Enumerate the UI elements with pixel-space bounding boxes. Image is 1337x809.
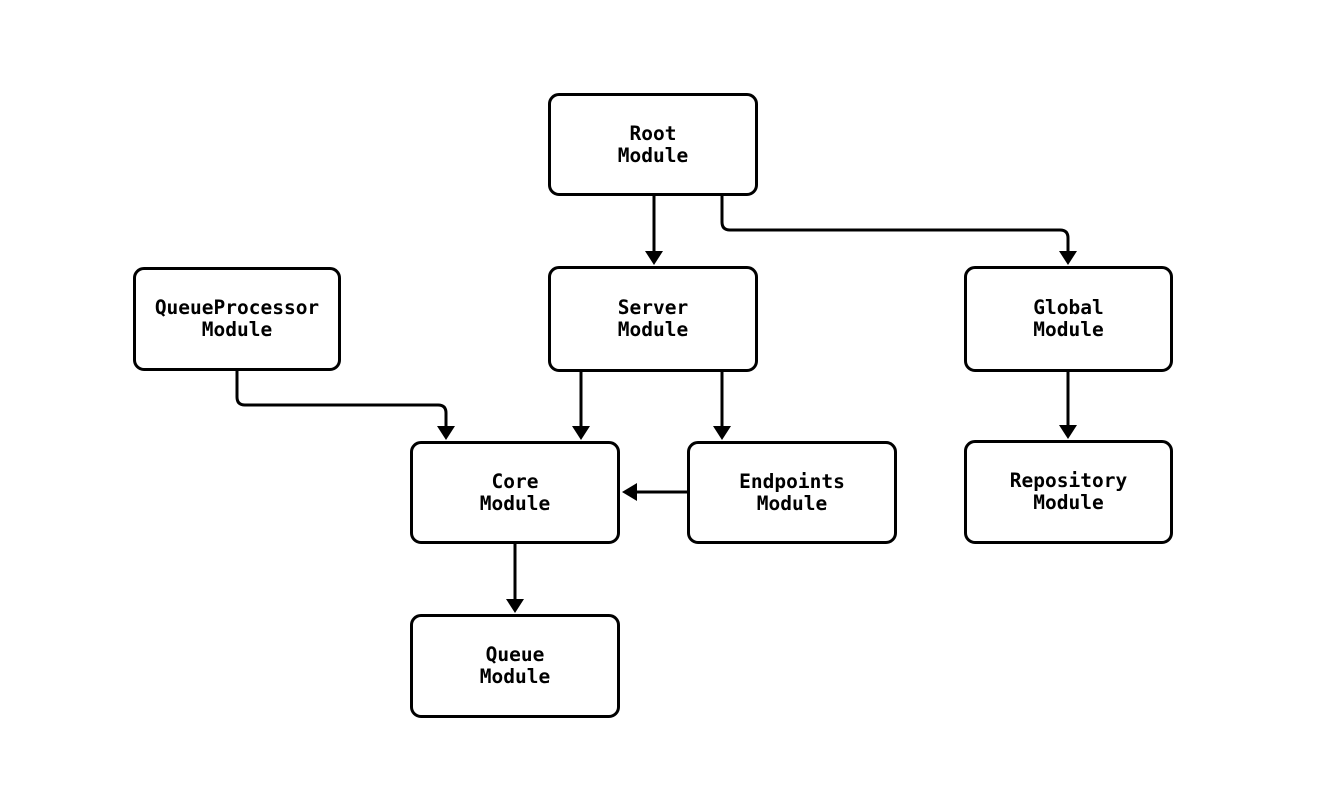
node-repository-module-label-line1: Repository [1009, 469, 1128, 492]
node-global-module-label-line2: Module [1033, 318, 1104, 341]
edge-root-to-server [645, 196, 663, 265]
node-endpoints-module-label-line2: Module [756, 491, 828, 515]
edge-endpoints-to-core [622, 483, 687, 501]
edge-root-to-global [720, 196, 1077, 265]
node-root-module-label-line2: Module [617, 143, 689, 167]
node-core-module[interactable]: Core Module [410, 441, 620, 544]
edge-queueprocessor-to-core [235, 371, 455, 440]
edge-server-to-endpoints [713, 372, 731, 440]
node-server-module-label-line1: Server [617, 296, 689, 319]
node-global-module-label-line1: Global [1033, 296, 1104, 319]
node-core-module-label-line1: Core [491, 469, 539, 493]
node-root-module[interactable]: Root Module [548, 93, 758, 196]
node-core-module-label-line2: Module [479, 491, 551, 515]
node-endpoints-module[interactable]: Endpoints Module [687, 441, 897, 544]
node-server-module[interactable]: Server Module [548, 266, 758, 372]
edge-core-to-queue [506, 544, 524, 613]
edge-server-to-core [572, 372, 590, 440]
edge-global-to-repository [1059, 372, 1077, 439]
node-queueprocessor-module-label-line1: QueueProcessor [154, 296, 320, 319]
node-queueprocessor-module-label-line2: Module [201, 318, 273, 341]
node-queue-module-label-line1: Queue [485, 643, 545, 666]
node-repository-module-label-line2: Module [1033, 491, 1104, 514]
node-root-module-label-line1: Root [629, 121, 677, 145]
node-queue-module[interactable]: Queue Module [410, 614, 620, 718]
node-server-module-label-line2: Module [617, 318, 689, 341]
node-endpoints-module-label-line1: Endpoints [739, 469, 845, 493]
node-queueprocessor-module[interactable]: QueueProcessor Module [133, 267, 341, 371]
node-queue-module-label-line2: Module [479, 665, 551, 688]
node-repository-module[interactable]: Repository Module [964, 440, 1173, 544]
node-global-module[interactable]: Global Module [964, 266, 1173, 372]
